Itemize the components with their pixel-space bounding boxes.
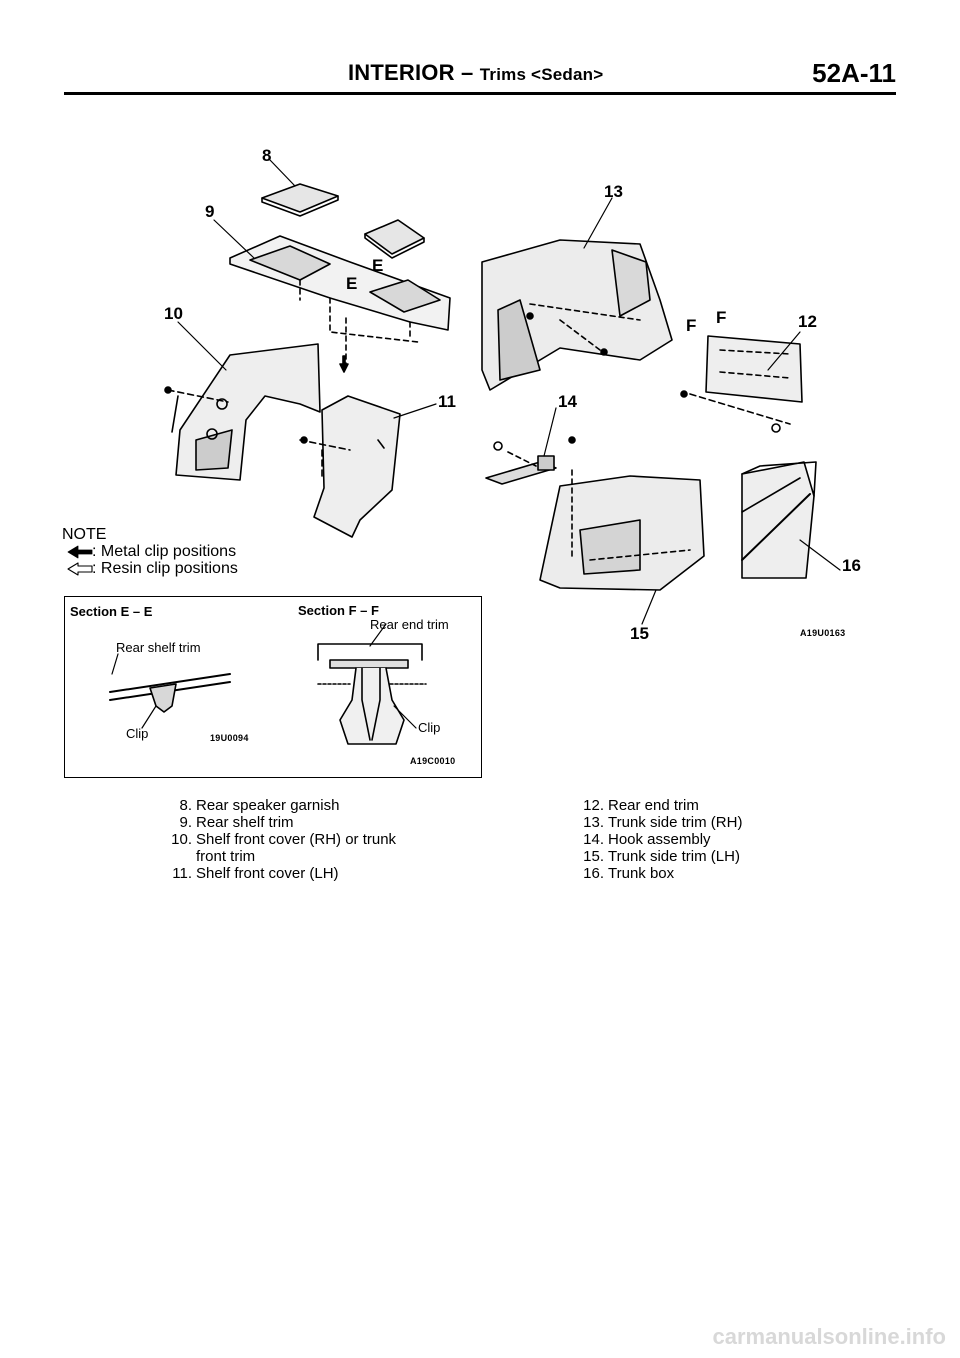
clip-symbols xyxy=(164,312,688,444)
callout-14: 14 xyxy=(558,392,577,411)
rear-shelf-trim xyxy=(229,235,451,366)
legend-item: 14.Hook assembly xyxy=(583,831,711,848)
shelf-front-cover-rh xyxy=(167,343,321,481)
callout-12: 12 xyxy=(798,312,817,331)
note-block: NOTE : Metal clip positions : Resin clip… xyxy=(62,526,238,577)
section-f-clip-label: Clip xyxy=(418,720,441,735)
callout-13: 13 xyxy=(604,182,623,201)
callout-9: 9 xyxy=(205,202,215,221)
rear-end-trim xyxy=(689,335,803,433)
section-f-drawing xyxy=(317,623,427,745)
header-rule xyxy=(64,92,896,95)
page-title: INTERIOR – Trims <Sedan> xyxy=(348,60,603,86)
hook-assembly xyxy=(485,441,557,485)
callout-8: 8 xyxy=(262,146,272,165)
trunk-box xyxy=(741,461,817,579)
trunk-side-trim-rh xyxy=(481,239,673,391)
leader-lines xyxy=(177,159,841,625)
legend-item: 16.Trunk box xyxy=(583,865,675,882)
section-e-drawing xyxy=(109,653,231,729)
callout-10: 10 xyxy=(164,304,183,323)
section-f-part-label: Rear end trim xyxy=(370,617,449,632)
section-e-code: 19U0094 xyxy=(210,733,249,743)
title-sub: Trims <Sedan> xyxy=(479,65,604,84)
callout-11: 11 xyxy=(438,392,456,411)
page-number: 52A-11 xyxy=(812,58,896,88)
shelf-front-cover-lh xyxy=(299,395,401,538)
title-main: INTERIOR xyxy=(348,60,455,85)
legend-item: 12.Rear end trim xyxy=(583,797,699,814)
section-f-code: A19C0010 xyxy=(410,756,456,766)
title-dash: – xyxy=(461,60,474,85)
legend-item: 11.Shelf front cover (LH) xyxy=(172,865,339,882)
legend-item-continuation: front trim xyxy=(196,848,256,865)
section-e-clip-label: Clip xyxy=(126,726,149,741)
legend-right: 12.Rear end trim 13.Trunk side trim (RH)… xyxy=(578,797,742,882)
legend-left: 8.Rear speaker garnish 9.Rear shelf trim… xyxy=(166,797,396,882)
legend-item: 15.Trunk side trim (LH) xyxy=(583,848,740,865)
figure-code-main: A19U0163 xyxy=(800,628,846,638)
legend-item: 13.Trunk side trim (RH) xyxy=(583,814,743,831)
section-mark-e-2: E xyxy=(346,274,358,293)
note-title: NOTE xyxy=(62,526,107,543)
section-detail-box xyxy=(64,596,482,778)
note-symbols xyxy=(67,545,93,576)
section-mark-f-2: F xyxy=(716,308,727,327)
speaker-garnish xyxy=(261,183,425,259)
section-e-part-label: Rear shelf trim xyxy=(116,640,201,655)
note-resin-row: : Resin clip positions xyxy=(62,560,238,577)
trunk-side-trim-lh xyxy=(539,469,705,591)
section-e-title: Section E – E xyxy=(70,604,153,619)
legend-item: 10.Shelf front cover (RH) or trunk xyxy=(171,831,397,848)
note-resin-text: : Resin clip positions xyxy=(92,560,238,577)
section-mark-f-1: F xyxy=(686,316,697,335)
note-metal-text: : Metal clip positions xyxy=(92,543,237,560)
callout-15: 15 xyxy=(630,624,649,643)
legend-item: 9.Rear shelf trim xyxy=(179,814,294,831)
callout-16: 16 xyxy=(842,556,861,575)
legend-item: 8.Rear speaker garnish xyxy=(179,797,340,814)
section-mark-e-1: E xyxy=(372,256,384,275)
watermark: carmanualsonline.info xyxy=(712,1324,947,1349)
note-metal-row: : Metal clip positions xyxy=(62,543,238,560)
section-f-title: Section F – F xyxy=(298,603,379,618)
